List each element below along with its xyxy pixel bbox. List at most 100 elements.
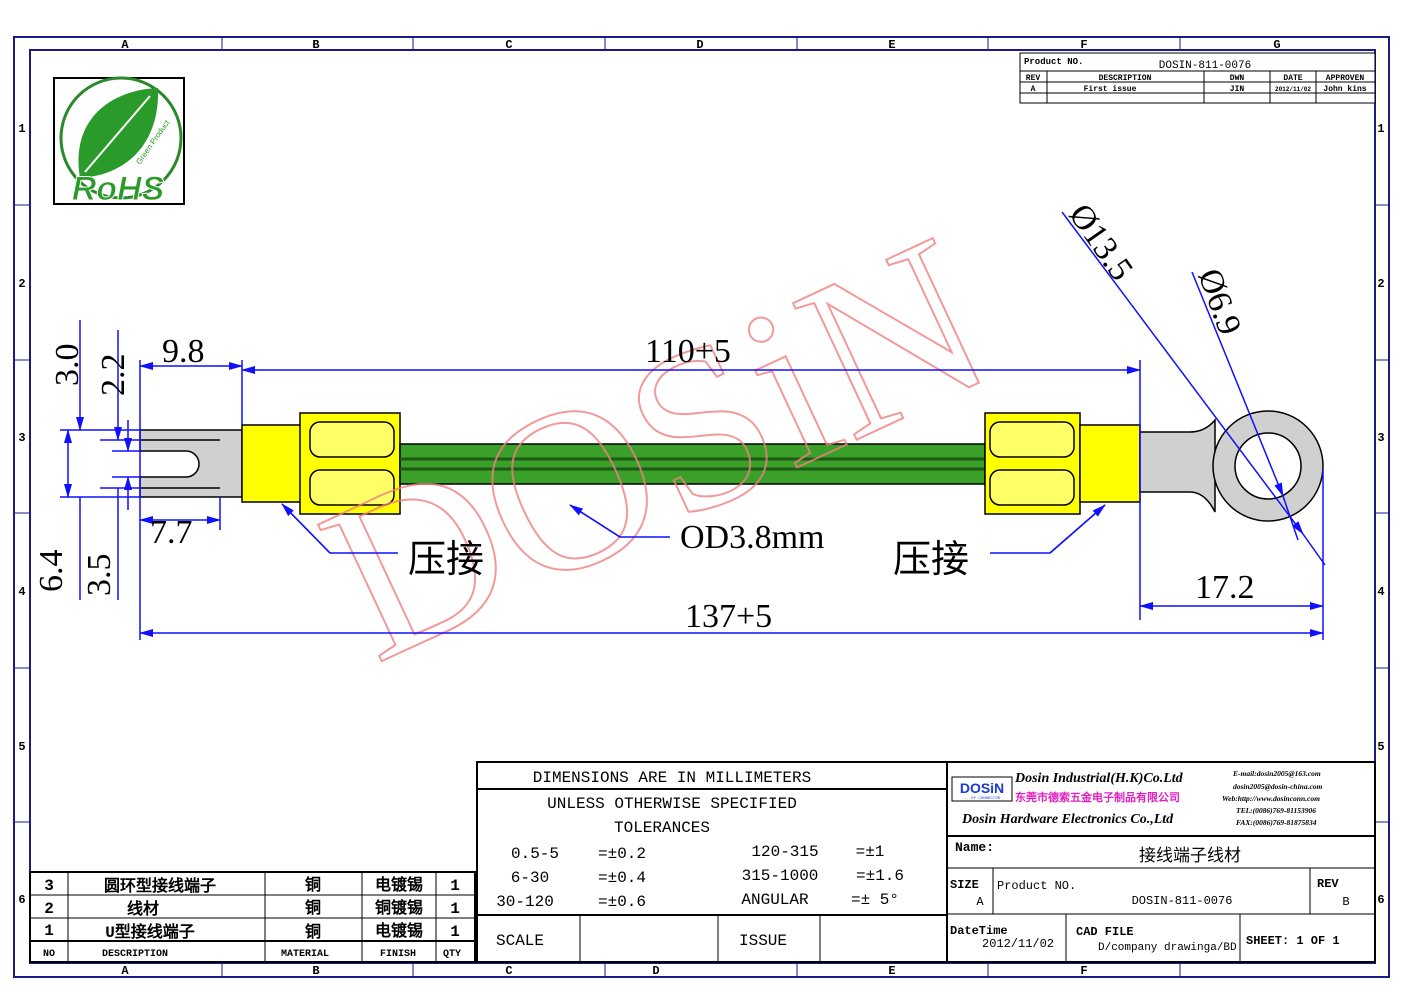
col-label: F (1080, 964, 1087, 978)
dim-9-8: 9.8 (162, 333, 205, 370)
bom-finish: 铜镀锡 (375, 898, 423, 918)
bom-material: 铜 (305, 922, 321, 942)
bom-header: FINISH (380, 949, 416, 960)
bom-header: QTY (443, 949, 461, 960)
col-label: G (1273, 38, 1280, 52)
cad-value: D/company drawinga/BD (1098, 942, 1237, 954)
company-name-hw: Dosin Hardware Electronics Co.,Ltd (961, 812, 1174, 827)
rev-cell: First issue (1084, 85, 1137, 94)
contact-email: E-mail:dosin2005@163.com (1232, 769, 1321, 778)
rev-header: APPROVEN (1326, 74, 1365, 83)
issue-label: ISSUE (739, 932, 787, 950)
bom-no: 3 (44, 877, 54, 895)
col-label: A (121, 38, 129, 52)
tolerance-line2: UNLESS OTHERWISE SPECIFIED (547, 795, 797, 813)
zone-ticks (14, 37, 1389, 977)
row-label: 3 (18, 431, 25, 445)
tolerance-title: DIMENSIONS ARE IN MILLIMETERS (533, 769, 811, 787)
bom-header: MATERIAL (281, 949, 329, 960)
col-label: C (505, 38, 512, 52)
product-no: DOSIN-811-0076 (1159, 60, 1251, 72)
rev-value: B (1342, 895, 1349, 909)
bom-qty: 1 (450, 923, 460, 941)
tolerance-range: 120-315 (751, 843, 818, 861)
row-label: 5 (18, 740, 25, 754)
row-label: 4 (18, 585, 25, 599)
product-label: Product NO. (1024, 57, 1083, 67)
rev-cell: A (1031, 85, 1036, 94)
company-name-hk: Dosin Industrial(H.K)Co.Ltd (1014, 771, 1184, 786)
rohs-logo: RoHS Green Product (53, 76, 185, 209)
dim-2-2: 2.2 (95, 354, 132, 397)
tolerance-value: =±0.2 (598, 845, 646, 863)
dim-6-4: 6.4 (33, 550, 70, 593)
bom-finish: 电镀锡 (375, 875, 423, 895)
tolerance-range: 0.5-5 (511, 845, 559, 863)
rev-header: DESCRIPTION (1099, 74, 1152, 83)
product-label: Product NO. (997, 879, 1076, 893)
row-label: 3 (1377, 431, 1384, 445)
tolerance-range: 6-30 (511, 869, 549, 887)
rev-header: REV (1026, 74, 1041, 83)
right-sleeve (1079, 424, 1141, 503)
bom-table: 3 圆环型接线端子 铜 电镀锡 1 2 线材 铜 铜镀锡 1 1 U型接线端子 … (29, 871, 476, 963)
date-label: DateTime (950, 924, 1008, 938)
tolerance-value: =± 5° (851, 891, 899, 909)
dim-3-5: 3.5 (81, 554, 118, 597)
dosin-logo (951, 776, 1013, 802)
contact-tel: TEL:(0086)769-81153906 (1236, 806, 1316, 815)
tolerance-range: 30-120 (496, 893, 554, 911)
bom-header: DESCRIPTION (102, 949, 168, 960)
col-label: E (888, 38, 895, 52)
bom-qty: 1 (450, 900, 460, 918)
dim-dia-6-9: Ø6.9 (1190, 264, 1248, 340)
col-label: A (121, 964, 129, 978)
dim-3-0: 3.0 (49, 344, 86, 387)
dim-137: 137+5 (685, 598, 772, 635)
rev-cell: JIN (1230, 85, 1245, 94)
dim-dia-13-5: Ø13.5 (1061, 197, 1140, 287)
bom-no: 1 (44, 922, 54, 940)
callout-crimp-right: 压接 (893, 539, 969, 581)
bom-material: 铜 (305, 898, 321, 918)
rev-header: DATE (1283, 74, 1302, 83)
row-label: 5 (1377, 740, 1384, 754)
tolerance-value: =±0.4 (598, 869, 646, 887)
name-label: Name: (955, 840, 994, 855)
callout-crimp-left: 压接 (408, 539, 484, 581)
tolerance-value: =±0.6 (598, 893, 646, 911)
watermark: DOSiN (289, 187, 1022, 710)
row-label: 2 (18, 277, 25, 291)
col-label: D (696, 38, 703, 52)
row-label: 4 (1377, 585, 1384, 599)
contact-fax: FAX:(0086)769-81875834 (1236, 818, 1317, 827)
col-label: B (312, 964, 319, 978)
dim-110: 110+5 (645, 333, 731, 370)
dosin-logo-sub: ...OF CONNECTOR (964, 797, 1001, 801)
tolerance-value: =±1 (856, 843, 885, 861)
col-label: E (888, 964, 895, 978)
bom-finish: 电镀锡 (375, 921, 423, 941)
tolerance-range: 315-1000 (742, 867, 819, 885)
bom-description: U型接线端子 (105, 922, 195, 942)
bom-material: 铜 (305, 875, 321, 895)
title-block: DOSiN ...OF CONNECTOR Dosin Industrial(H… (946, 761, 1376, 963)
drawing-name: 接线端子线材 (1139, 846, 1241, 867)
outer-border (13, 36, 1390, 978)
bom-header: NO (43, 949, 55, 960)
date-value: 2012/11/02 (982, 937, 1054, 951)
scale-label: SCALE (496, 932, 544, 950)
contact-email2: dosin2005@dosin-china.com (1233, 782, 1323, 791)
contact-web: Web:http://www.dosinconn.com (1222, 794, 1320, 803)
bom-qty: 1 (450, 877, 460, 895)
rev-cell: 2012/11/02 (1275, 86, 1311, 93)
cable-assembly (139, 410, 1324, 522)
left-sleeve (241, 424, 305, 503)
rev-label: REV (1317, 877, 1339, 891)
tolerance-value: =±1.6 (856, 867, 904, 885)
size-label: SIZE (950, 878, 979, 892)
col-label: C (505, 964, 512, 978)
callout-od: OD3.8mm (680, 519, 825, 556)
rev-header: DWN (1230, 74, 1245, 83)
col-label: B (312, 38, 319, 52)
